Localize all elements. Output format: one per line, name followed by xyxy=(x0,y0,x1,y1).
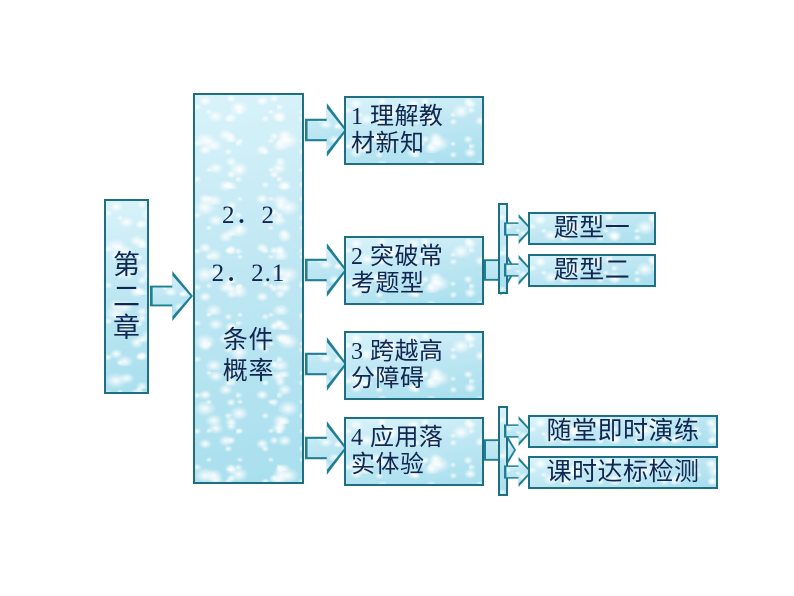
section-number-primary: 2．2 xyxy=(221,202,275,229)
right-arrow-icon-to-node-3 xyxy=(305,336,347,392)
split-connector-icon-1 xyxy=(498,203,508,294)
node-cross-high-score-barrier[interactable]: 3 跨越高 分障碍 xyxy=(344,331,484,400)
node-apply-and-practice[interactable]: 4 应用落 实体验 xyxy=(344,417,484,486)
split-connector-icon-2 xyxy=(498,406,508,496)
node-understand-new-material[interactable]: 1 理解教 材新知 xyxy=(344,96,484,165)
section-title: 条件 概率 xyxy=(222,327,275,385)
chapter-label-box[interactable]: 第 二 章 xyxy=(104,199,149,394)
right-arrow-icon-to-in-class-practice xyxy=(504,416,532,446)
node-lesson-standard-test[interactable]: 课时达标检测 xyxy=(528,456,718,489)
right-arrow-icon-chapter-to-section xyxy=(150,270,193,322)
node-question-type-one[interactable]: 题型一 xyxy=(528,212,656,245)
right-arrow-icon-to-question-type-two xyxy=(504,255,532,285)
node-in-class-instant-practice[interactable]: 随堂即时演练 xyxy=(528,415,718,448)
node-question-type-two[interactable]: 题型二 xyxy=(528,254,656,287)
section-box[interactable]: 2．2 2．2.1 条件 概率 xyxy=(193,93,304,484)
right-arrow-icon-to-node-4 xyxy=(305,420,347,476)
right-arrow-icon-to-lesson-test xyxy=(504,457,532,487)
node-break-through-question-types[interactable]: 2 突破常 考题型 xyxy=(344,236,484,305)
right-arrow-icon-to-node-2 xyxy=(305,242,347,298)
right-arrow-icon-to-node-1 xyxy=(305,102,347,158)
section-number-secondary: 2．2.1 xyxy=(211,260,286,287)
right-arrow-icon-to-question-type-one xyxy=(504,214,532,244)
